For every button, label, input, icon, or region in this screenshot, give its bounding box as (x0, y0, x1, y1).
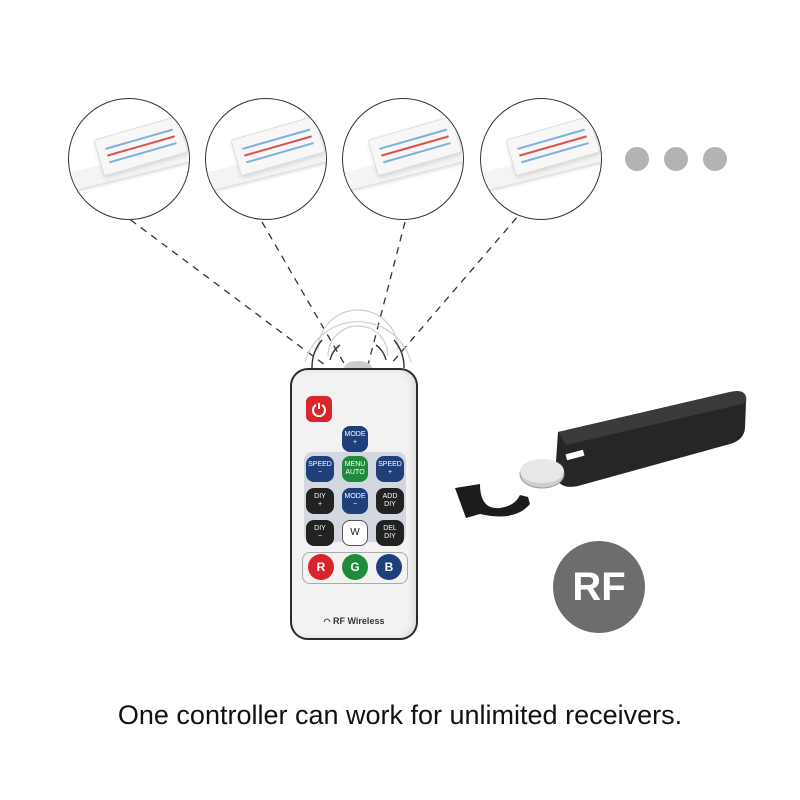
red-button[interactable]: R (308, 554, 334, 580)
mode-plus-button[interactable]: MODE + (342, 426, 368, 452)
power-icon (312, 403, 326, 417)
speed-minus-button[interactable]: SPEED − (306, 456, 334, 482)
add-diy-button[interactable]: ADD DIY (376, 488, 404, 514)
brand-label: ◠ RF Wireless (292, 616, 416, 626)
wifi-icon: ◠ (323, 617, 331, 626)
white-button[interactable]: W (342, 520, 368, 546)
menu-auto-button[interactable]: MENU AUTO (342, 456, 368, 482)
speed-plus-button[interactable]: SPEED + (376, 456, 404, 482)
brand-text: RF Wireless (333, 616, 385, 626)
remote-control: MODE + SPEED − MENU AUTO SPEED + DIY + M… (290, 368, 418, 640)
diy-plus-button[interactable]: DIY + (306, 488, 334, 514)
receiver-2 (205, 98, 327, 220)
mode-minus-button[interactable]: MODE − (342, 488, 368, 514)
receiver-3 (342, 98, 464, 220)
blue-button[interactable]: B (376, 554, 402, 580)
power-button[interactable] (306, 396, 332, 422)
receiver-1 (68, 98, 190, 220)
diy-minus-button[interactable]: DIY − (306, 520, 334, 546)
green-button[interactable]: G (342, 554, 368, 580)
caption: One controller can work for unlimited re… (117, 700, 683, 730)
del-diy-button[interactable]: DEL DIY (376, 520, 404, 546)
receiver-4 (480, 98, 602, 220)
rf-badge: RF (553, 541, 645, 633)
